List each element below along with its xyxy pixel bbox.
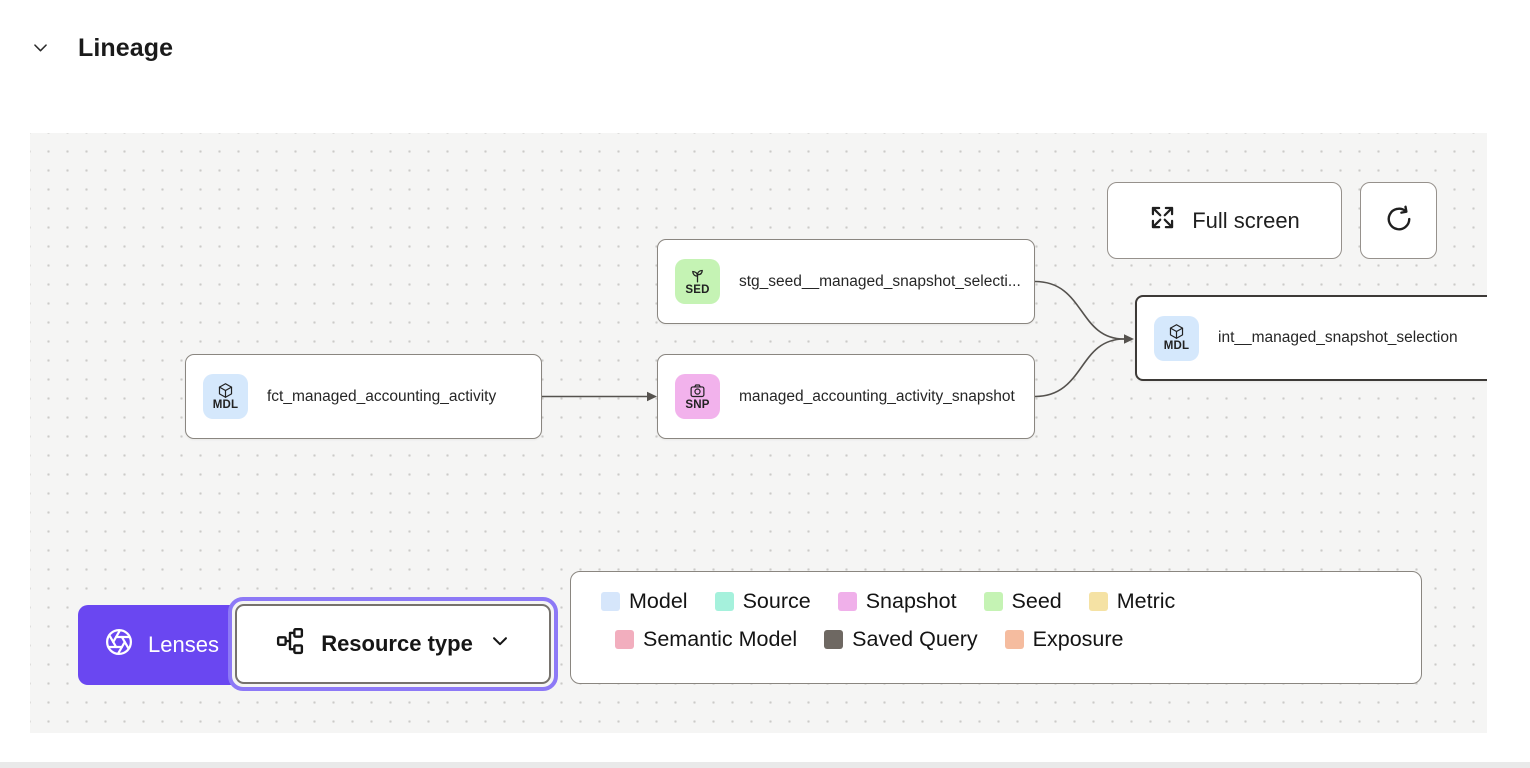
lenses-label: Lenses	[148, 632, 219, 657]
saved-query-swatch	[824, 630, 844, 649]
snapshot-badge: SNP	[675, 374, 720, 419]
resource-type-dropdown[interactable]: Resource type	[235, 604, 551, 684]
page-title: Lineage	[78, 34, 174, 62]
badge-code: MDL	[1163, 340, 1190, 353]
cube-icon	[217, 382, 234, 399]
legend-item-source: Source	[714, 589, 811, 614]
lineage-node-int-managed-selected[interactable]: MDL int__managed_snapshot_selection	[1135, 295, 1487, 381]
node-label: int__managed_snapshot_selection	[1218, 329, 1458, 346]
expand-icon	[1149, 204, 1176, 237]
seed-badge: SED	[675, 259, 720, 304]
node-label: fct_managed_accounting_activity	[267, 387, 497, 405]
node-label: stg_seed__managed_snapshot_selecti...	[739, 272, 1021, 290]
seed-swatch	[983, 592, 1003, 611]
legend-item-snapshot: Snapshot	[837, 589, 957, 614]
badge-code: MDL	[212, 398, 239, 411]
lenses-button[interactable]: Lenses	[78, 605, 245, 685]
edge-snp-to-int	[1034, 338, 1125, 398]
refresh-icon	[1384, 204, 1414, 237]
legend-item-saved-query: Saved Query	[824, 627, 978, 652]
legend-item-seed: Seed	[983, 589, 1062, 614]
model-swatch	[601, 592, 620, 611]
legend-row: Model Source Snapshot Seed Metric	[601, 589, 1421, 614]
resource-type-legend: Model Source Snapshot Seed Metric	[570, 571, 1422, 684]
seedling-icon	[689, 267, 706, 284]
lineage-node-snapshot[interactable]: SNP managed_accounting_activity_snapshot	[657, 354, 1035, 439]
aperture-icon	[104, 627, 134, 663]
full-screen-button[interactable]: Full screen	[1107, 182, 1342, 259]
camera-icon	[689, 382, 706, 399]
chevron-down-icon	[31, 38, 50, 60]
metric-swatch	[1088, 592, 1108, 611]
section-header: Lineage	[28, 34, 173, 63]
collapse-section-button[interactable]	[28, 37, 52, 61]
legend-item-metric: Metric	[1088, 589, 1175, 614]
model-badge: MDL	[1154, 315, 1199, 361]
refresh-button[interactable]	[1360, 182, 1437, 259]
chevron-down-icon	[489, 630, 511, 658]
arrowhead	[647, 391, 657, 402]
edge-sed-to-int	[1034, 280, 1125, 340]
lineage-canvas[interactable]: Full screen SED	[30, 133, 1487, 733]
source-swatch	[714, 592, 734, 611]
lineage-node-fct-managed[interactable]: MDL fct_managed_accounting_activity	[185, 354, 542, 439]
legend-item-semantic-model: Semantic Model	[615, 627, 797, 652]
full-screen-label: Full screen	[1192, 207, 1300, 233]
legend-row: Semantic Model Saved Query Exposure	[615, 627, 1421, 652]
hierarchy-icon	[275, 626, 305, 662]
semantic-model-swatch	[615, 630, 634, 649]
exposure-swatch	[1004, 630, 1024, 649]
cube-icon	[1168, 323, 1185, 340]
legend-item-exposure: Exposure	[1004, 627, 1123, 652]
badge-code: SED	[685, 283, 710, 296]
lineage-node-stg-seed[interactable]: SED stg_seed__managed_snapshot_selecti..…	[657, 239, 1035, 324]
resource-type-focus-ring: Resource type	[228, 597, 558, 691]
badge-code: SNP	[685, 398, 710, 411]
section-divider	[0, 762, 1530, 768]
model-badge: MDL	[203, 374, 248, 419]
arrowhead	[1124, 334, 1134, 344]
node-label: managed_accounting_activity_snapshot	[739, 387, 1015, 405]
snapshot-swatch	[837, 592, 857, 611]
legend-item-model: Model	[601, 589, 688, 614]
resource-type-label: Resource type	[321, 631, 473, 656]
